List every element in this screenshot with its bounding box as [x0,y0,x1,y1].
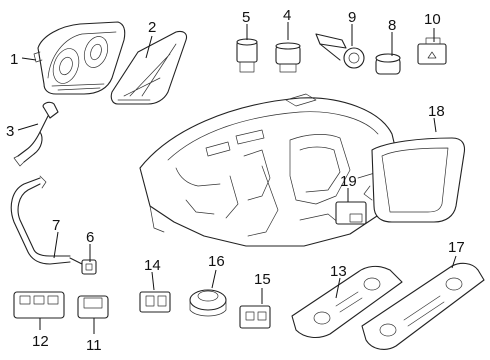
part-15-switch-block [239,305,271,329]
callout-5: 5 [242,9,250,26]
callout-13: 13 [330,263,347,280]
callout-4: 4 [283,7,291,24]
callout-19: 19 [340,173,357,190]
part-2-cluster-lens [110,30,188,105]
part-6-sensor [69,257,97,275]
callout-7: 7 [52,217,60,234]
callout-3: 3 [6,123,14,140]
callout-11: 11 [86,337,102,354]
part-12-switch-pack [13,291,65,319]
callout-9: 9 [348,9,356,26]
part-17-climate-panel [361,262,485,350]
callout-18: 18 [428,103,445,120]
part-7-hose [10,175,71,265]
callout-15: 15 [254,271,271,288]
callout-labels: 1 2 3 4 5 6 7 8 9 10 11 12 13 14 15 16 1… [6,7,465,354]
leader-lines [17,22,457,334]
part-8-knob [375,53,401,75]
part-16-knob [189,289,227,317]
callout-14: 14 [144,257,161,274]
part-9-ignition [315,33,365,69]
part-19-module [335,201,367,225]
callout-6: 6 [86,229,94,246]
part-3-harness [13,101,59,167]
part-5-switch [236,38,258,73]
part-1-instrument-cluster [33,21,126,95]
callout-12: 12 [32,333,49,350]
callout-17: 17 [448,239,465,256]
part-13-control-panel [291,265,403,339]
part-14-switch [139,291,171,313]
callout-10: 10 [424,11,441,28]
callout-1: 1 [10,51,18,68]
part-4-switch [275,42,301,73]
callout-8: 8 [388,17,396,34]
part-10-hazard-switch [417,37,447,65]
part-11-switch [77,295,109,319]
callout-16: 16 [208,253,225,270]
callout-2: 2 [148,19,156,36]
part-18-display [363,137,466,223]
